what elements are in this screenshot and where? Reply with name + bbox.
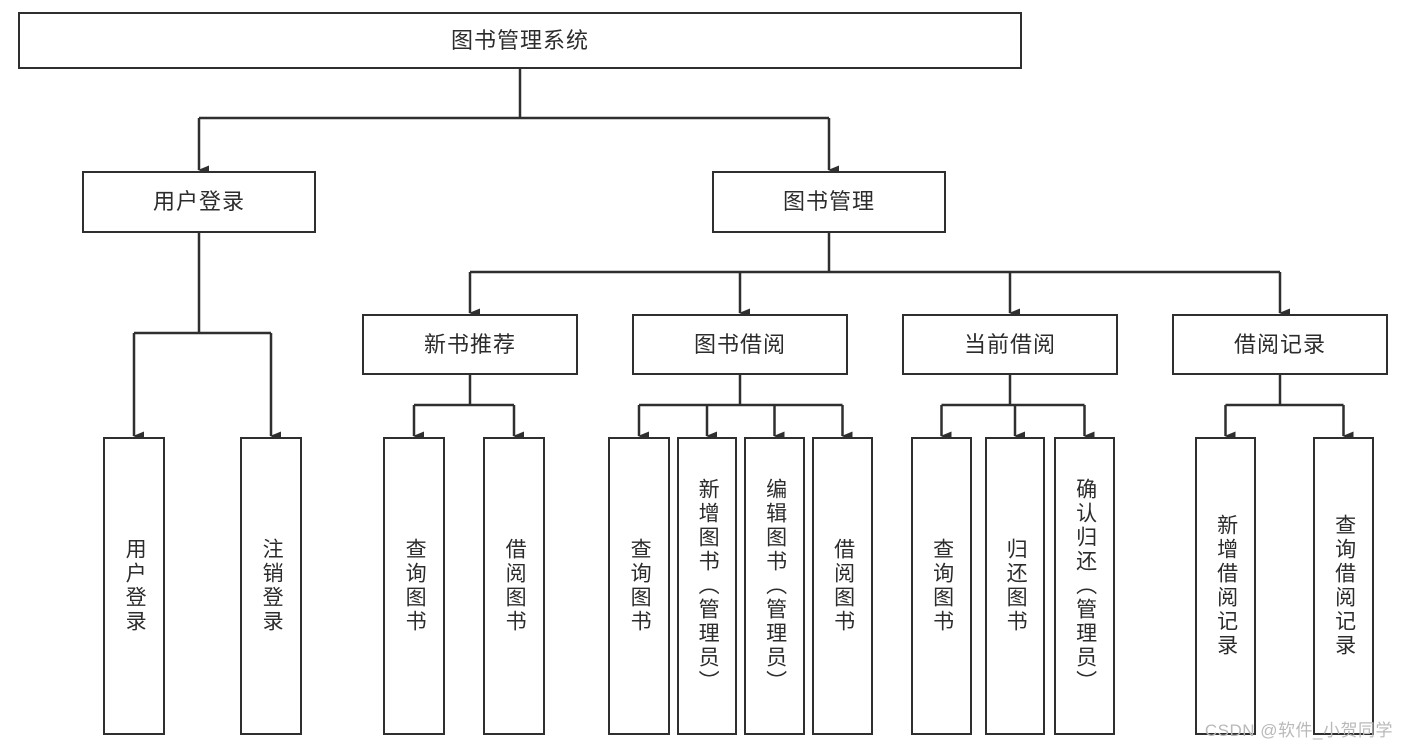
node-borrow[interactable]: 图书借阅: [632, 314, 848, 375]
node-label: 归还图书: [1004, 538, 1028, 634]
node-label: 借阅图书: [831, 538, 855, 634]
node-label: 图书管理系统: [450, 27, 589, 53]
node-leaf-current-return[interactable]: 归还图书: [985, 437, 1045, 735]
node-label: 用户登录: [152, 189, 245, 215]
node-leaf-borrow-edit[interactable]: 编辑图书（管理员）: [744, 437, 805, 735]
node-label: 图书借阅: [693, 331, 786, 357]
node-label: 编辑图书（管理员）: [763, 478, 787, 694]
node-label: 图书管理: [782, 189, 875, 215]
node-leaf-borrow-query[interactable]: 查询图书: [608, 437, 670, 735]
edges: [132, 69, 1354, 441]
node-label: 用户登录: [123, 538, 147, 634]
node-bookmgmt[interactable]: 图书管理: [712, 171, 946, 233]
node-label: 当前借阅: [963, 331, 1056, 357]
node-leaf-new-borrow[interactable]: 借阅图书: [483, 437, 545, 735]
node-leaf-new-query[interactable]: 查询图书: [383, 437, 445, 735]
node-newbook[interactable]: 新书推荐: [362, 314, 578, 375]
node-leaf-user-login[interactable]: 用户登录: [103, 437, 165, 735]
node-leaf-current-query[interactable]: 查询图书: [911, 437, 972, 735]
node-label: 新书推荐: [423, 331, 516, 357]
node-leaf-record-add[interactable]: 新增借阅记录: [1195, 437, 1256, 735]
node-label: 借阅图书: [503, 538, 527, 634]
node-label: 查询图书: [403, 538, 427, 634]
node-label: 新增借阅记录: [1214, 514, 1238, 658]
node-leaf-current-confirm[interactable]: 确认归还（管理员）: [1054, 437, 1115, 735]
node-leaf-user-logout[interactable]: 注销登录: [240, 437, 302, 735]
node-label: 确认归还（管理员）: [1073, 478, 1097, 694]
watermark-text: CSDN @软件_小贺同学: [1204, 721, 1393, 740]
node-label: 借阅记录: [1233, 331, 1326, 357]
node-label: 查询图书: [930, 538, 954, 634]
node-label: 注销登录: [260, 538, 284, 634]
node-records[interactable]: 借阅记录: [1172, 314, 1388, 375]
node-label: 查询借阅记录: [1332, 514, 1356, 658]
node-leaf-borrow-lend[interactable]: 借阅图书: [812, 437, 873, 735]
node-leaf-borrow-add[interactable]: 新增图书（管理员）: [677, 437, 737, 735]
node-label: 查询图书: [628, 538, 652, 634]
node-label: 新增图书（管理员）: [696, 478, 720, 694]
node-login[interactable]: 用户登录: [82, 171, 316, 233]
node-leaf-record-query[interactable]: 查询借阅记录: [1313, 437, 1374, 735]
node-current[interactable]: 当前借阅: [902, 314, 1118, 375]
node-root[interactable]: 图书管理系统: [18, 12, 1022, 69]
